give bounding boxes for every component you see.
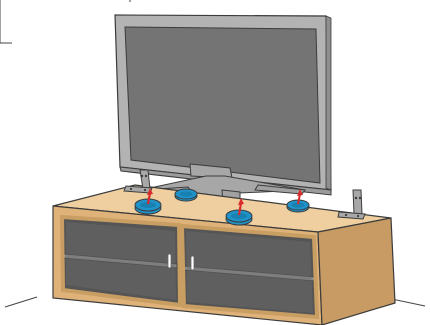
cabinet-right-glass-panel [186,231,313,313]
cabinet [52,184,396,325]
mounting-brackets [123,169,366,220]
pad-icon [134,188,162,215]
tv-right-edge [325,15,332,191]
pad-icon [286,189,310,213]
left-door-handle [167,253,172,269]
pad-icon [174,188,198,202]
tv-screen [124,26,321,184]
cabinet-right-side [317,217,396,325]
bracket-icon [337,189,366,220]
cabinet-left-glass-panel [66,222,176,300]
anti-slip-pads [134,188,310,226]
cabinet-right-door-frame [179,223,320,320]
bracket-icon [123,169,153,194]
pad-icon [225,198,253,226]
cabinet-left-door-frame [59,214,183,308]
right-door-handle [190,255,195,271]
